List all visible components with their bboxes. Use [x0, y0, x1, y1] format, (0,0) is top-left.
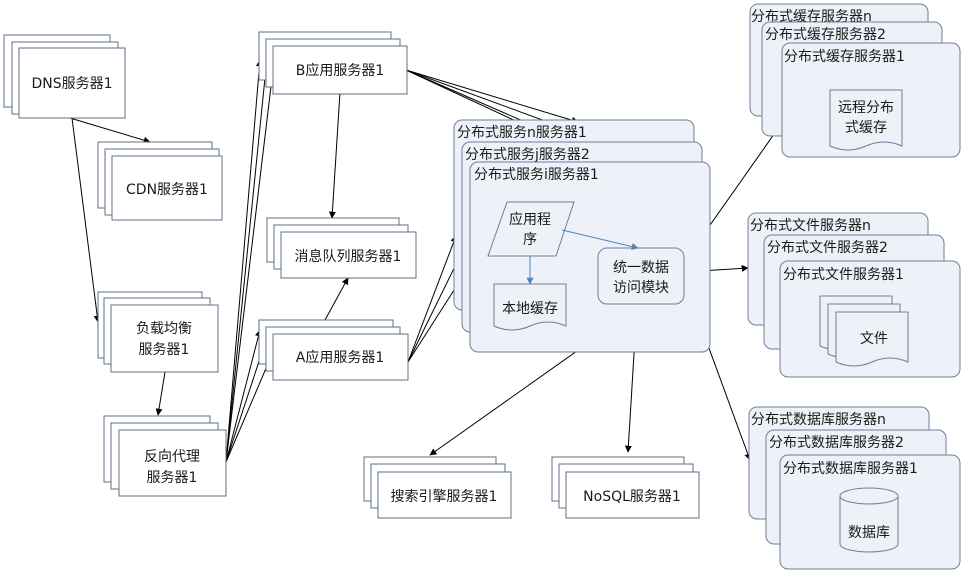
app-a-label: A应用服务器1: [296, 349, 384, 366]
edge-proxy-b3: [225, 77, 275, 463]
local-cache-label: 本地缓存: [502, 301, 558, 317]
edge-a-mq: [324, 277, 349, 321]
distributed-cache-stack: 分布式缓存服务器n 分布式缓存服务器2 分布式缓存服务器1 远程分布 式缓存: [749, 3, 961, 158]
distributed-db-stack: 分布式数据库服务器n 分布式数据库服务器2 分布式数据库服务器1 数据库: [748, 406, 961, 570]
load-balancer-stack: 负载均衡 服务器1: [97, 291, 219, 373]
lb-label-line2: 服务器1: [139, 342, 190, 358]
mq-label: 消息队列服务器1: [295, 248, 402, 265]
edge-proxy-b1: [225, 59, 263, 463]
lb-label-line1: 负载均衡: [136, 321, 192, 337]
local-cache-shape: [493, 283, 567, 331]
edge-proxy-b2: [225, 67, 269, 463]
file-label: 文件: [860, 331, 888, 347]
distributed-service-stack: 分布式服务n服务器1 分布式服务j服务器2 分布式服务i服务器1 应用程 序 本…: [453, 119, 711, 353]
unified-access-line2: 访问模块: [613, 280, 669, 296]
nosql-stack: NoSQL服务器1: [551, 456, 700, 519]
unified-access-box: [597, 247, 685, 305]
service-label-i: 分布式服务i服务器1: [474, 167, 599, 183]
service-label-n: 分布式服务n服务器1: [457, 125, 587, 141]
dns-server-stack: DNS服务器1: [3, 34, 126, 119]
file-label-1: 分布式文件服务器1: [783, 267, 904, 283]
app-program-line2: 序: [523, 232, 537, 248]
dns-label: DNS服务器1: [31, 76, 112, 92]
app-server-a-stack: A应用服务器1: [258, 319, 409, 381]
edge-lb-proxy: [155, 371, 166, 416]
reverse-proxy-stack: 反向代理 服务器1: [103, 415, 227, 497]
db-label-2: 分布式数据库服务器2: [769, 435, 904, 451]
cache-label-1: 分布式缓存服务器1: [784, 49, 905, 65]
db-label-1: 分布式数据库服务器1: [783, 461, 918, 477]
database-cylinder-icon: [839, 487, 899, 553]
file-doc-front: [835, 311, 909, 367]
edge-b-svc1: [405, 69, 579, 124]
db-label: 数据库: [848, 525, 890, 541]
cache-label-2: 分布式缓存服务器2: [765, 27, 886, 43]
proxy-label-line1: 反向代理: [144, 449, 200, 465]
app-b-label: B应用服务器1: [296, 62, 385, 79]
cdn-label: CDN服务器1: [126, 182, 208, 198]
unified-access-line1: 统一数据: [613, 260, 669, 276]
edge-dns-lb: [71, 117, 101, 323]
cdn-server-stack: CDN服务器1: [97, 141, 223, 221]
edge-proxy-a1: [225, 329, 262, 463]
service-label-j: 分布式服务j服务器2: [465, 147, 590, 163]
edge-dns-cdn: [69, 117, 151, 144]
search-label: 搜索引擎服务器1: [391, 488, 498, 505]
proxy-label-line2: 服务器1: [147, 470, 198, 486]
app-program-shape: [487, 201, 575, 257]
db-label-n: 分布式数据库服务器n: [751, 412, 886, 428]
distributed-file-stack: 分布式文件服务器n 分布式文件服务器2 分布式文件服务器1 文件: [747, 212, 961, 378]
edge-b-mq: [328, 91, 341, 219]
remote-cache-shape: [829, 89, 903, 151]
app-program-line1: 应用程: [509, 211, 551, 228]
app-server-b-stack: B应用服务器1: [258, 31, 408, 95]
edge-app-unified: [561, 229, 639, 250]
nosql-label: NoSQL服务器1: [583, 489, 681, 505]
file-label-2: 分布式文件服务器2: [767, 240, 888, 256]
edge-a-svc1: [407, 235, 458, 363]
cache-label-n: 分布式缓存服务器n: [751, 9, 872, 25]
remote-cache-line1: 远程分布: [838, 100, 894, 116]
search-engine-stack: 搜索引擎服务器1: [363, 456, 512, 519]
file-label-n: 分布式文件服务器n: [750, 218, 871, 234]
remote-cache-line2: 式缓存: [845, 120, 887, 136]
edge-proxy-a3: [225, 351, 274, 463]
message-queue-stack: 消息队列服务器1: [266, 217, 417, 279]
